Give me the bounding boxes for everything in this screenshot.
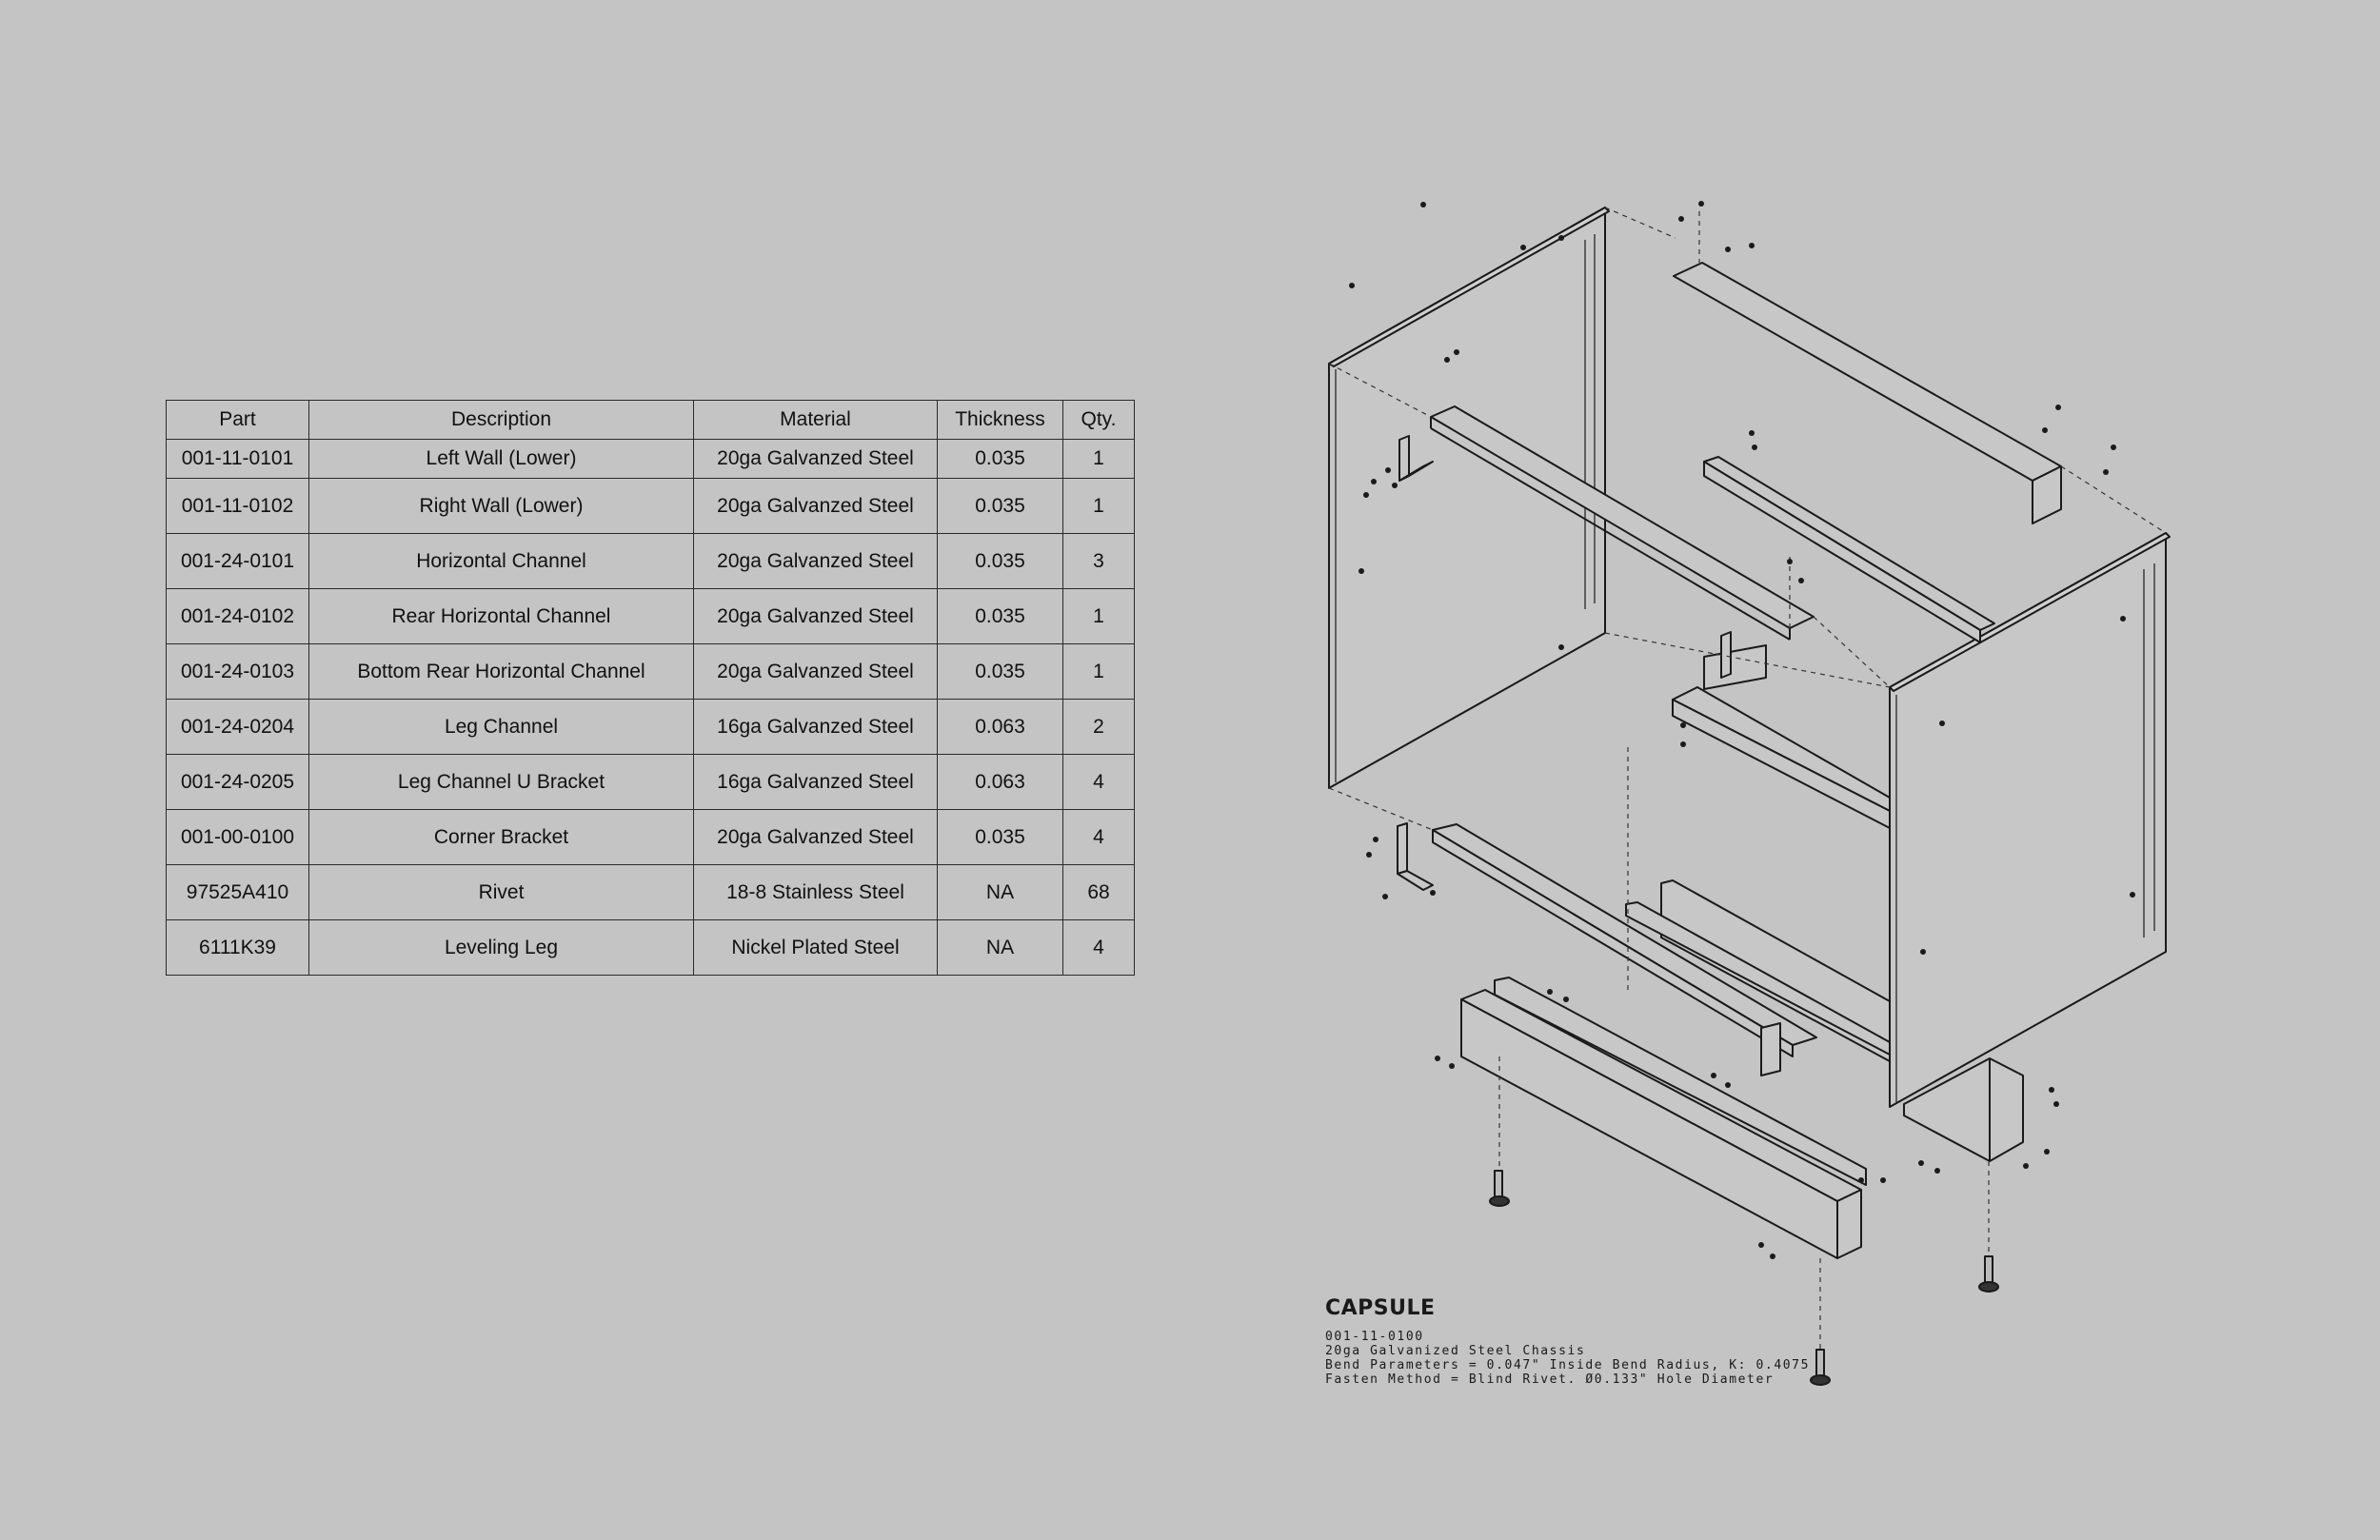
cell-part: 6111K39 bbox=[166, 919, 309, 976]
cell-part: 001-00-0100 bbox=[166, 809, 309, 865]
rear-horizontal-channel bbox=[1703, 456, 1995, 643]
header-qty: Qty. bbox=[1062, 400, 1135, 440]
cell-qty: 4 bbox=[1062, 919, 1135, 976]
cell-material: 20ga Galvanzed Steel bbox=[693, 643, 938, 700]
leveling-leg bbox=[1810, 1349, 1831, 1386]
assembly-guide-lines bbox=[1328, 207, 2167, 1350]
cell-qty: 4 bbox=[1062, 754, 1135, 810]
cell-part: 001-24-0204 bbox=[166, 699, 309, 755]
table-row: 001-24-0103 Bottom Rear Horizontal Chann… bbox=[166, 643, 1135, 700]
table-header-row: Part Description Material Thickness Qty. bbox=[166, 400, 1135, 440]
cell-description: Rear Horizontal Channel bbox=[308, 588, 694, 644]
exploded-assembly-drawing bbox=[1328, 201, 2171, 1386]
table-row: 97525A410 Rivet 18-8 Stainless Steel NA … bbox=[166, 864, 1135, 920]
cell-description: Left Wall (Lower) bbox=[308, 439, 694, 479]
bill-of-materials-table: Part Description Material Thickness Qty.… bbox=[166, 400, 1135, 976]
cell-thickness: 0.035 bbox=[937, 588, 1063, 644]
cell-qty: 1 bbox=[1062, 439, 1135, 479]
cell-part: 97525A410 bbox=[166, 864, 309, 920]
table-row: 001-24-0102 Rear Horizontal Channel 20ga… bbox=[166, 588, 1135, 644]
cell-part: 001-24-0102 bbox=[166, 588, 309, 644]
bend-parameters: Bend Parameters = 0.047" Inside Bend Rad… bbox=[1325, 1358, 1811, 1372]
cell-thickness: 0.035 bbox=[937, 643, 1063, 700]
cell-material: 16ga Galvanzed Steel bbox=[693, 754, 938, 810]
cell-material: 20ga Galvanzed Steel bbox=[693, 533, 938, 589]
cell-qty: 1 bbox=[1062, 643, 1135, 700]
cell-description: Rivet bbox=[308, 864, 694, 920]
assembly-name: 20ga Galvanized Steel Chassis bbox=[1325, 1344, 1586, 1358]
part-number: 001-11-0100 bbox=[1325, 1330, 1424, 1344]
cell-qty: 1 bbox=[1062, 478, 1135, 534]
cell-thickness: 0.035 bbox=[937, 439, 1063, 479]
header-thickness: Thickness bbox=[937, 400, 1063, 440]
cell-description: Leveling Leg bbox=[308, 919, 694, 976]
cell-qty: 4 bbox=[1062, 809, 1135, 865]
leveling-leg bbox=[1489, 1170, 1510, 1207]
table-row: 001-24-0101 Horizontal Channel 20ga Galv… bbox=[166, 533, 1135, 589]
table-row: 001-24-0204 Leg Channel 16ga Galvanzed S… bbox=[166, 699, 1135, 755]
left-wall-panel bbox=[1328, 207, 1610, 789]
cell-qty: 1 bbox=[1062, 588, 1135, 644]
cell-qty: 2 bbox=[1062, 699, 1135, 755]
brand-logo: CAPSULE bbox=[1325, 1296, 1436, 1320]
cell-material: 20ga Galvanzed Steel bbox=[693, 439, 938, 479]
bottom-rear-horizontal-channel bbox=[1432, 823, 1817, 1057]
cell-thickness: NA bbox=[937, 919, 1063, 976]
corner-bracket bbox=[1397, 822, 1434, 891]
header-part: Part bbox=[166, 400, 309, 440]
cell-thickness: 0.035 bbox=[937, 809, 1063, 865]
middle-horizontal-channel bbox=[1672, 644, 1891, 829]
cell-part: 001-11-0101 bbox=[166, 439, 309, 479]
cell-part: 001-24-0205 bbox=[166, 754, 309, 810]
cell-description: Right Wall (Lower) bbox=[308, 478, 694, 534]
cell-part: 001-11-0102 bbox=[166, 478, 309, 534]
corner-bracket bbox=[1720, 631, 1732, 679]
cell-description: Leg Channel U Bracket bbox=[308, 754, 694, 810]
cell-material: Nickel Plated Steel bbox=[693, 919, 938, 976]
cell-material: 20ga Galvanzed Steel bbox=[693, 478, 938, 534]
rear-leg-channel bbox=[1903, 1057, 2024, 1162]
fasten-method: Fasten Method = Blind Rivet. Ø0.133" Hol… bbox=[1325, 1372, 1775, 1387]
cell-material: 20ga Galvanzed Steel bbox=[693, 588, 938, 644]
header-material: Material bbox=[693, 400, 938, 440]
cell-thickness: 0.035 bbox=[937, 478, 1063, 534]
table-row: 001-11-0102 Right Wall (Lower) 20ga Galv… bbox=[166, 478, 1135, 534]
cell-description: Bottom Rear Horizontal Channel bbox=[308, 643, 694, 700]
front-leg-channel bbox=[1460, 977, 1867, 1259]
cell-description: Horizontal Channel bbox=[308, 533, 694, 589]
right-wall-panel bbox=[1889, 532, 2171, 1108]
cell-thickness: 0.063 bbox=[937, 699, 1063, 755]
table-row: 001-00-0100 Corner Bracket 20ga Galvanze… bbox=[166, 809, 1135, 865]
table-row: 001-11-0101 Left Wall (Lower) 20ga Galva… bbox=[166, 439, 1135, 479]
cell-thickness: 0.063 bbox=[937, 754, 1063, 810]
rivets bbox=[1349, 201, 2135, 1259]
cell-part: 001-24-0103 bbox=[166, 643, 309, 700]
cell-thickness: NA bbox=[937, 864, 1063, 920]
header-description: Description bbox=[308, 400, 694, 440]
cell-qty: 68 bbox=[1062, 864, 1135, 920]
title-block: CAPSULE 001-11-0100 20ga Galvanized Stee… bbox=[1325, 1296, 1810, 1387]
cell-material: 16ga Galvanzed Steel bbox=[693, 699, 938, 755]
cell-material: 20ga Galvanzed Steel bbox=[693, 809, 938, 865]
corner-bracket bbox=[1398, 435, 1434, 482]
cell-description: Corner Bracket bbox=[308, 809, 694, 865]
leveling-leg bbox=[1978, 1255, 1999, 1293]
cell-qty: 3 bbox=[1062, 533, 1135, 589]
cell-description: Leg Channel bbox=[308, 699, 694, 755]
cell-thickness: 0.035 bbox=[937, 533, 1063, 589]
table-row: 001-24-0205 Leg Channel U Bracket 16ga G… bbox=[166, 754, 1135, 810]
cell-material: 18-8 Stainless Steel bbox=[693, 864, 938, 920]
cell-part: 001-24-0101 bbox=[166, 533, 309, 589]
table-row: 6111K39 Leveling Leg Nickel Plated Steel… bbox=[166, 919, 1135, 976]
bottom-rear-panel bbox=[1625, 879, 1891, 1076]
